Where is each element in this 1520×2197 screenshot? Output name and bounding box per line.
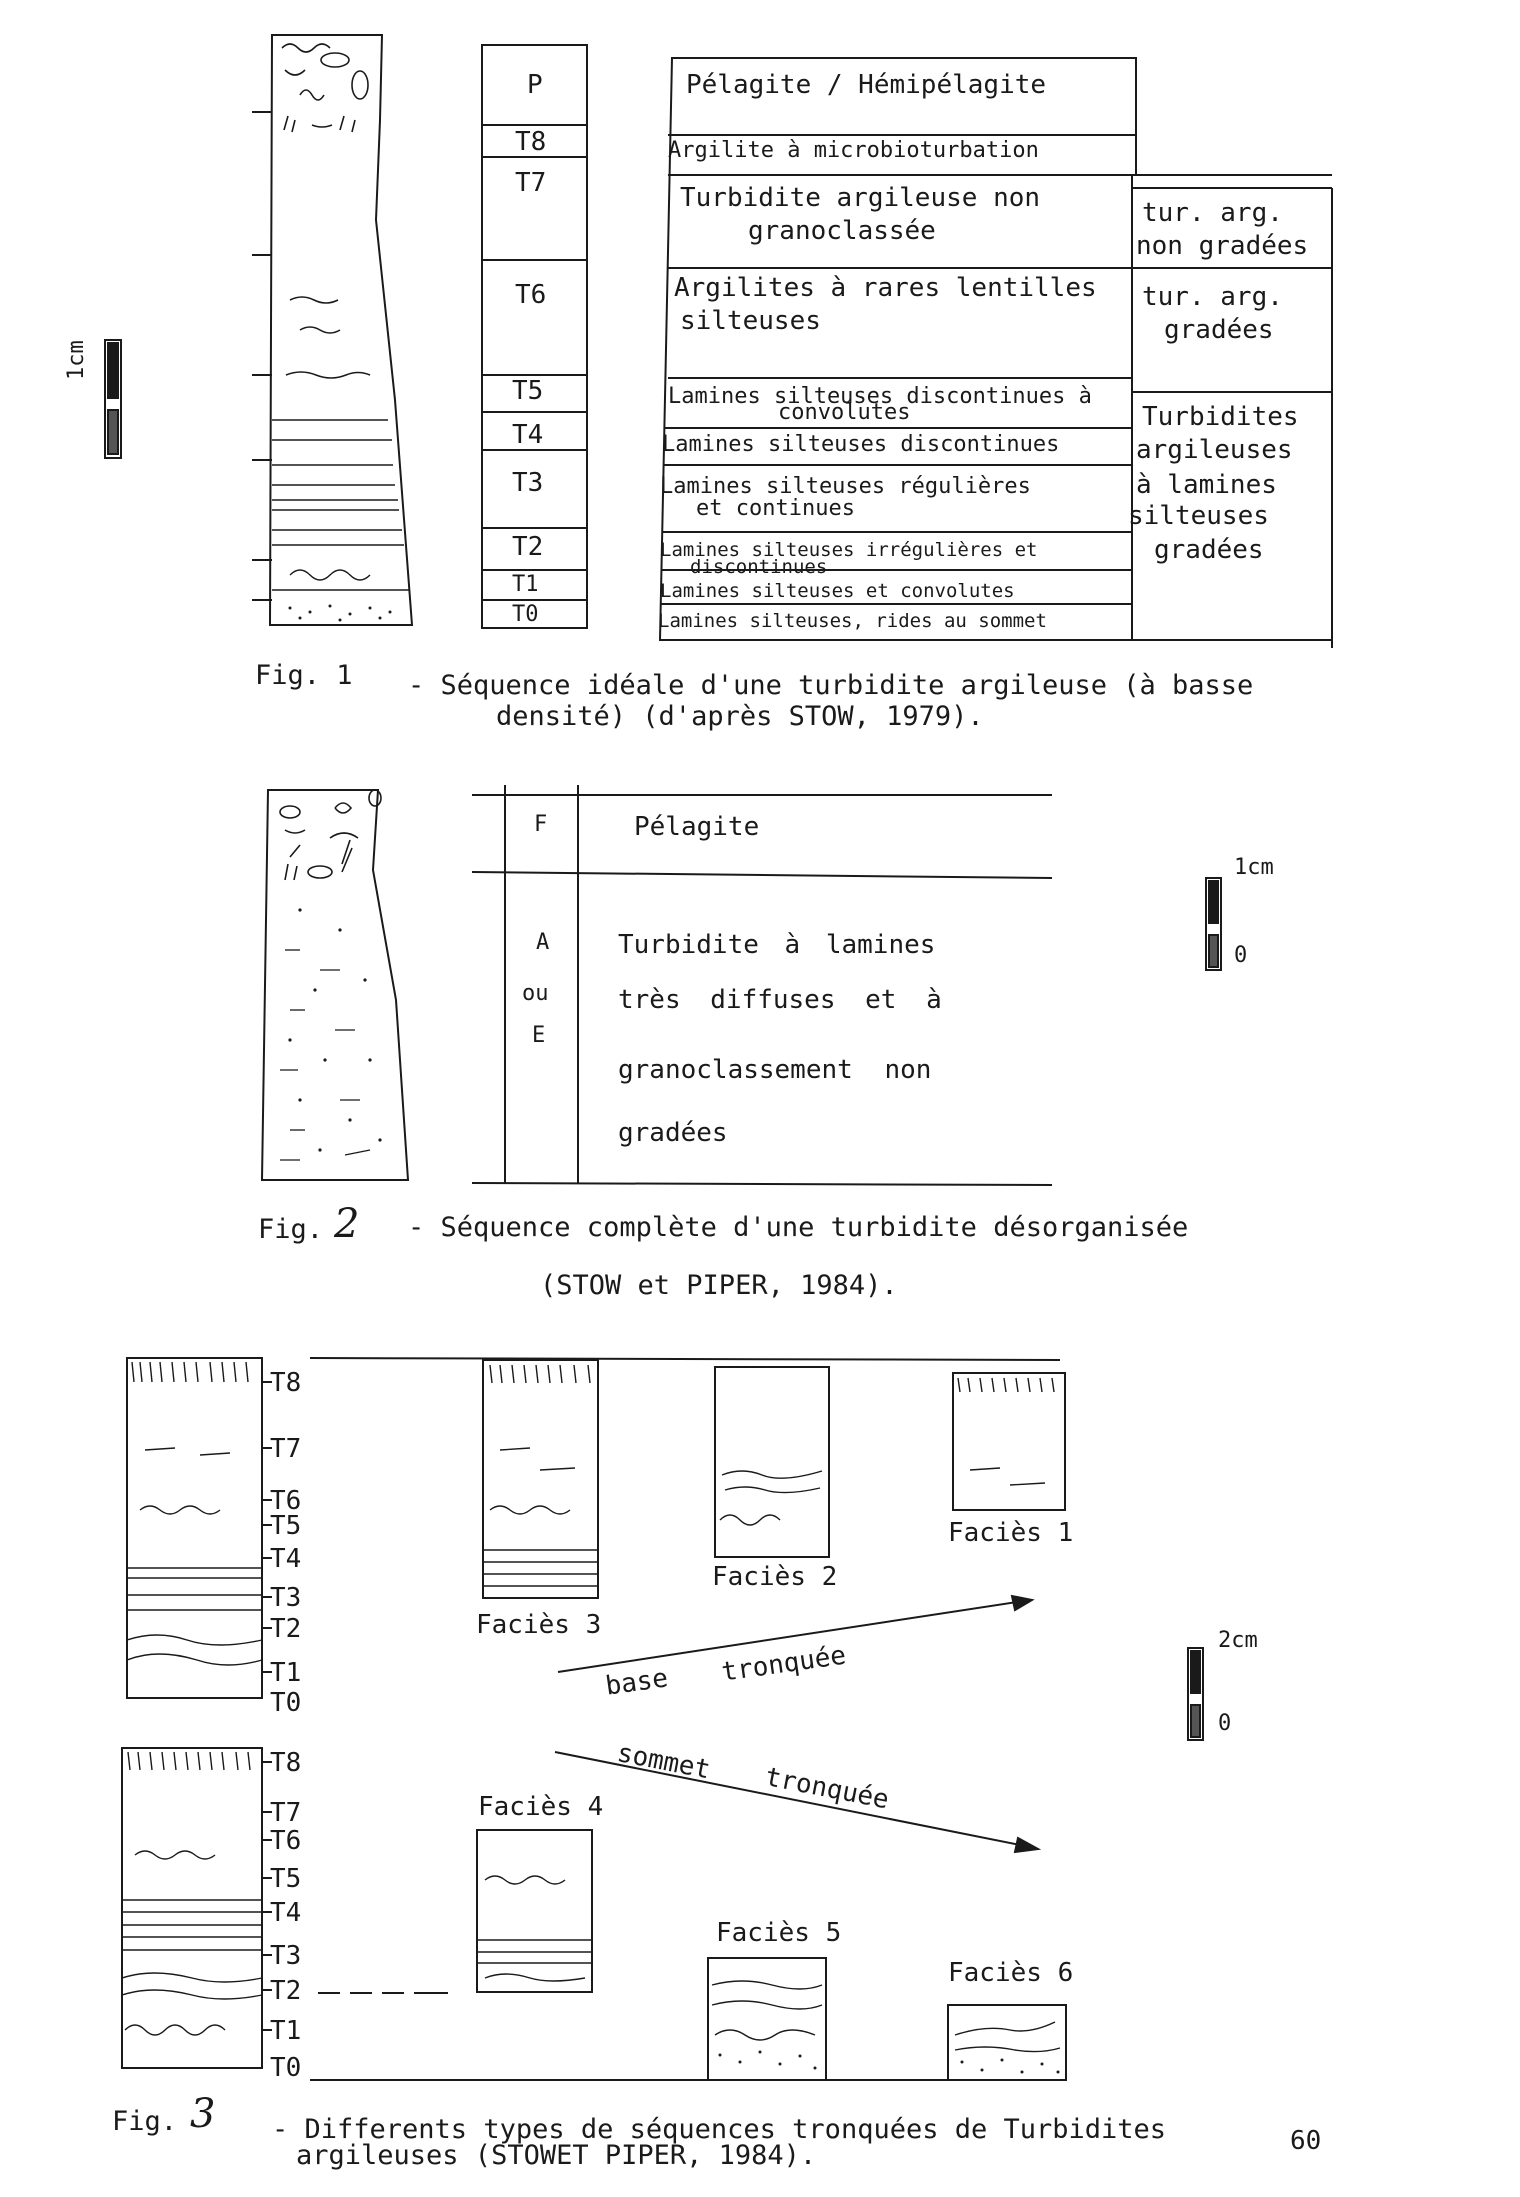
facies-2-label: Faciès 2 [712, 1564, 837, 1590]
fig1-caption-num: Fig. 1 [255, 662, 353, 689]
fig2-caption-prefix: Fig. [258, 1216, 323, 1243]
fig2-caption-line1: - Séquence complète d'une turbidite déso… [408, 1214, 1188, 1241]
fig3-scale-top: 2cm [1218, 1630, 1258, 1652]
facies-3-label: Faciès 3 [476, 1612, 601, 1638]
fig1-desc-t2-b: discontinues [690, 558, 827, 577]
fig3-lower-t6: T6 [270, 1828, 301, 1854]
facies-6-label: Faciès 6 [948, 1960, 1073, 1986]
fig2-core [262, 790, 408, 1180]
fig3-upper-t4: T4 [270, 1546, 301, 1572]
fig1-desc-t4: Lamines silteuses discontinues [662, 434, 1059, 456]
fig2-desc-2: très diffuses et à [618, 987, 942, 1013]
fig1-label-t5: T5 [512, 378, 543, 404]
fig1-label-t6: T6 [515, 282, 546, 308]
fig3-seq-lower [122, 1748, 262, 2068]
fig1-label-t1: T1 [512, 574, 539, 596]
fig3-upper-t1: T1 [270, 1660, 301, 1686]
fig2-desc-4: gradées [618, 1120, 728, 1146]
fig1-group-2b: gradées [1164, 317, 1274, 343]
fig1-label-t2: T2 [512, 534, 543, 560]
facies-5-label: Faciès 5 [716, 1920, 841, 1946]
fig1-label-t7: T7 [515, 170, 546, 196]
facies-2-column [715, 1367, 829, 1557]
fig1-label-t4: T4 [512, 422, 543, 448]
fig3-upper-t7: T7 [270, 1436, 301, 1462]
facies-5-column [708, 1958, 826, 2080]
fig1-desc-t7-b: granoclassée [748, 218, 936, 244]
fig1-desc-t3-b: et continues [696, 498, 855, 520]
fig1-label-p: P [527, 72, 543, 98]
fig3-upper-t2: T2 [270, 1616, 301, 1642]
fig2-scale-top: 1cm [1234, 857, 1274, 879]
fig3-caption-line2: argileuses (STOWET PIPER, 1984). [296, 2142, 816, 2169]
fig3-lower-t0: T0 [270, 2055, 301, 2081]
fig3-lower-t1: T1 [270, 2018, 301, 2044]
fig3-upper-t8: T8 [270, 1370, 301, 1396]
fig1-desc-t3-a: Lamines silteuses régulières [660, 476, 1031, 498]
fig3-lower-t5: T5 [270, 1866, 301, 1892]
fig1-caption-line1: - Séquence idéale d'une turbidite argile… [408, 672, 1253, 699]
fig2-caption-line2: (STOW et PIPER, 1984). [540, 1272, 898, 1299]
fig3-lower-t7: T7 [270, 1800, 301, 1826]
fig1-group-1a: tur. arg. [1142, 200, 1283, 226]
fig3-seq-upper [127, 1358, 262, 1698]
facies-6-column [948, 2005, 1066, 2080]
fig3-scale-bottom: 0 [1218, 1713, 1231, 1735]
fig2-label-f: F [534, 814, 547, 836]
fig2-scale-bottom: 0 [1234, 945, 1247, 967]
fig1-group-3d: silteuses [1128, 503, 1269, 529]
facies-4-label: Faciès 4 [478, 1794, 603, 1820]
fig1-desc-t6-a: Argilites à rares lentilles [674, 275, 1097, 301]
fig1-desc-t5-b: convolutes [778, 402, 910, 424]
fig1-label-t3: T3 [512, 470, 543, 496]
fig2-desc-3: granoclassement non [618, 1057, 931, 1083]
fig3-lower-t8: T8 [270, 1750, 301, 1776]
page-number: 60 [1290, 2128, 1321, 2154]
fig3-lower-t2: T2 [270, 1978, 301, 2004]
fig2-label-e: E [532, 1025, 545, 1047]
fig1-desc-t1: Lamines silteuses et convolutes [660, 582, 1015, 601]
fig1-scale-label: 1cm [66, 340, 88, 380]
fig3-lower-t4: T4 [270, 1900, 301, 1926]
fig3-lower-t3: T3 [270, 1943, 301, 1969]
fig3-caption-prefix: Fig. [112, 2108, 177, 2135]
fig3-caption-num: 3 [190, 2094, 215, 2134]
fig2-label-a: A [536, 932, 549, 954]
fig1-core [270, 35, 412, 625]
fig1-desc-t6-b: silteuses [680, 308, 821, 334]
fig2-desc-1: Turbidite à lamines [618, 932, 935, 958]
fig1-group-3b: argileuses [1136, 437, 1293, 463]
facies-4-column [477, 1830, 592, 1992]
fig1-group-2a: tur. arg. [1142, 284, 1283, 310]
facies-1-label: Faciès 1 [948, 1520, 1073, 1546]
fig1-caption-line2: densité) (d'après STOW, 1979). [496, 703, 984, 730]
fig3-caption-line1: - Differents types de séquences tronquée… [272, 2116, 1166, 2143]
fig1-group-1b: non gradées [1136, 233, 1308, 259]
fig1-label-t0: T0 [512, 604, 539, 626]
fig1-desc-t0: Lamines silteuses, rides au sommet [658, 612, 1047, 631]
fig1-group-3e: gradées [1154, 537, 1264, 563]
fig1-desc-t8: Argilite à microbioturbation [668, 140, 1039, 162]
fig3-upper-t3: T3 [270, 1585, 301, 1611]
fig1-desc-t7-a: Turbidite argileuse non [680, 185, 1040, 211]
fig3-upper-t0: T0 [270, 1690, 301, 1716]
fig3-upper-t5: T5 [270, 1513, 301, 1539]
fig1-label-t8: T8 [515, 129, 546, 155]
facies-1-column [953, 1373, 1065, 1510]
fig1-group-3a: Turbidites [1142, 404, 1299, 430]
fig2-pelagite: Pélagite [634, 814, 759, 840]
fig1-desc-pelagite: Pélagite / Hémipélagite [686, 72, 1046, 98]
fig2-label-ou: ou [522, 983, 549, 1005]
fig1-group-3c: à lamines [1136, 472, 1277, 498]
fig2-caption-num: 2 [334, 1204, 359, 1244]
